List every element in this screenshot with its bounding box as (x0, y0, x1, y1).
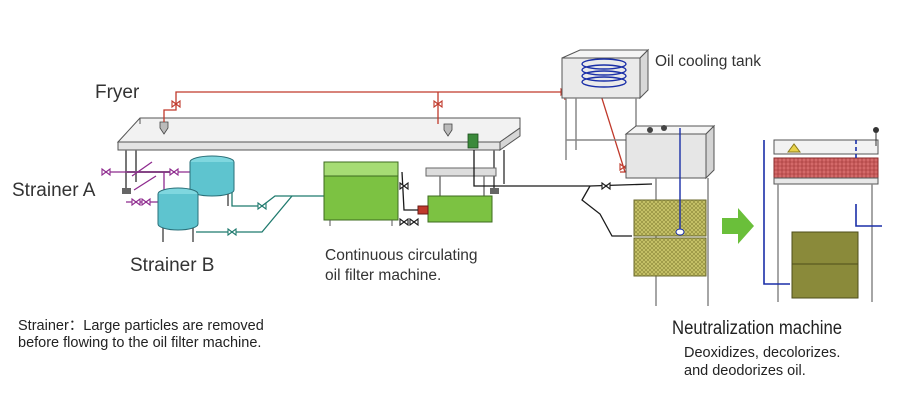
settling-tank (624, 124, 716, 306)
neutralization-machine (763, 127, 882, 302)
filter-machine-label-line2: oil filter machine. (325, 267, 442, 284)
right-arrow-icon (722, 208, 754, 244)
oil-cooling-tank (561, 48, 650, 160)
strainer-note-line2: before flowing to the oil filter machine… (18, 335, 262, 351)
fryer (116, 117, 521, 194)
cooling-coil-icon (581, 58, 627, 88)
filter-machine-label-line1: Continuous circulating (325, 247, 478, 264)
oil-cooling-tank-label: Oil cooling tank (655, 53, 761, 70)
strainer-note-line1: Strainer：Large particles are removed (18, 318, 264, 334)
strainer-b-tank (157, 187, 199, 242)
neutralization-desc-line1: Deoxidizes, decolorizes. (684, 345, 841, 361)
neutralization-machine-title: Neutralization machine (672, 318, 843, 339)
filter-machine-pump (417, 167, 497, 223)
filter-machine-tank (323, 161, 399, 226)
neutralization-desc-line2: and deodorizes oil. (684, 363, 806, 379)
strainer-b-label: Strainer B (130, 255, 215, 276)
strainer-b-valves (227, 202, 267, 236)
strainer-a-label: Strainer A (12, 180, 96, 201)
fryer-label: Fryer (95, 82, 140, 103)
outlet-pipe (581, 185, 632, 237)
